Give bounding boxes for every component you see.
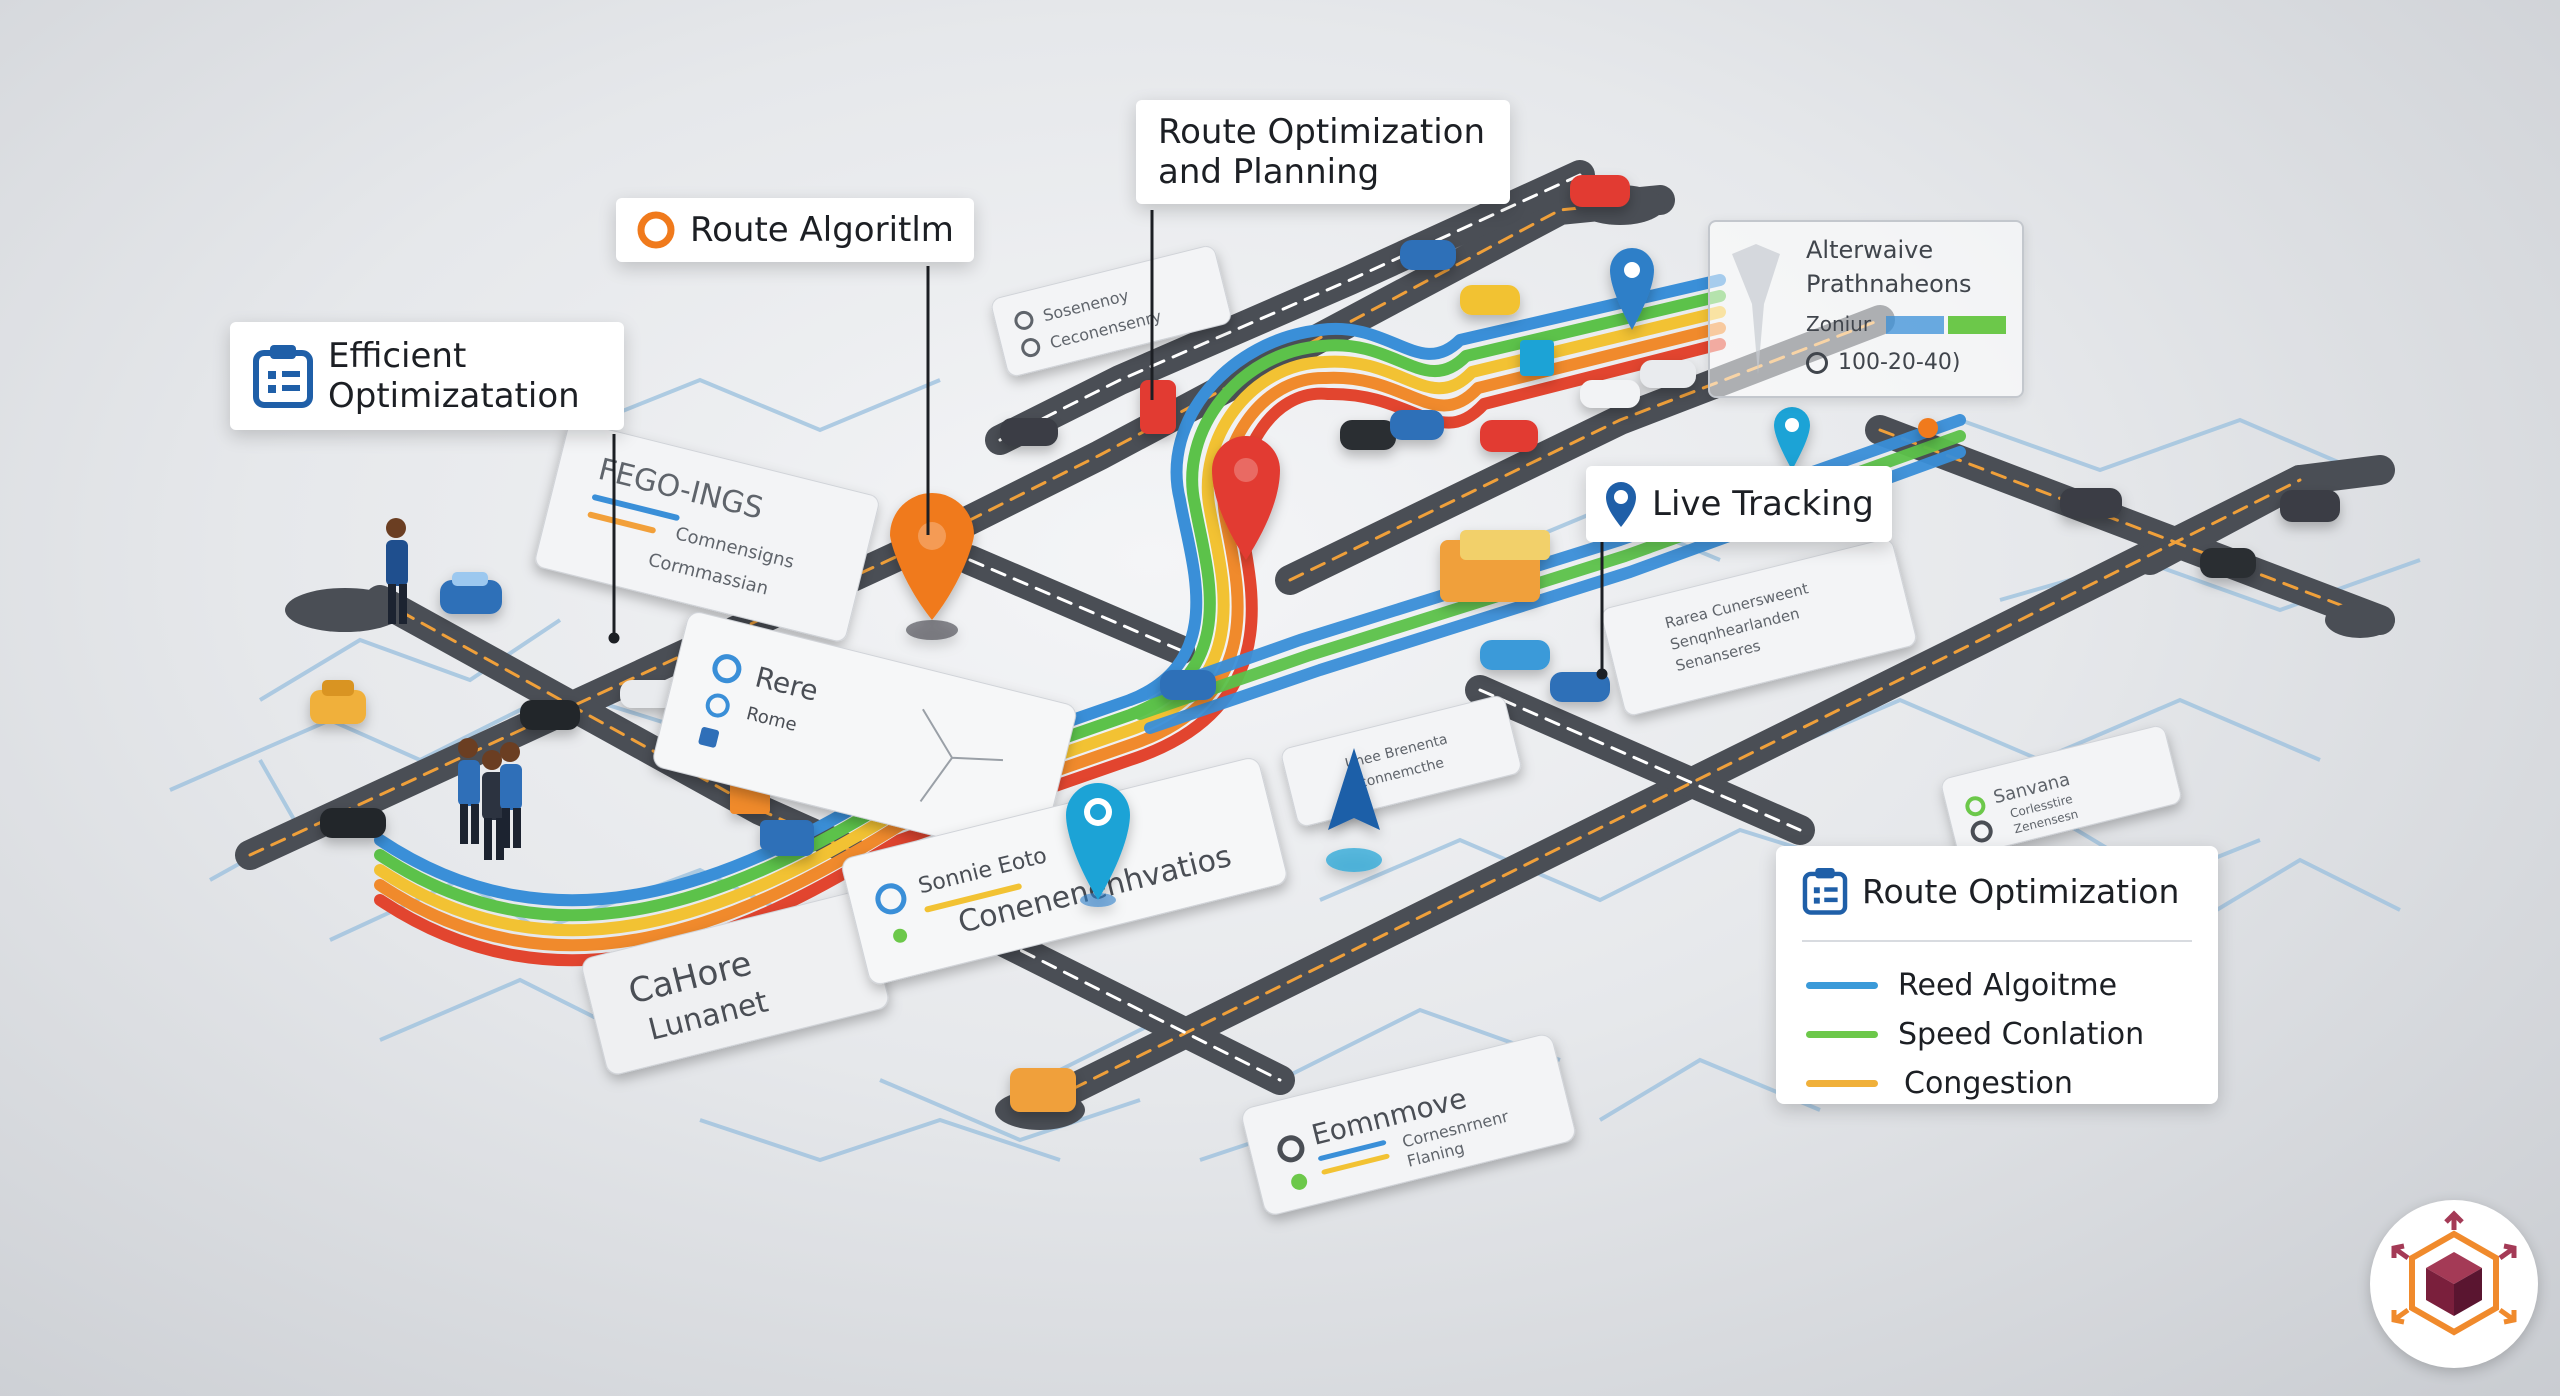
car-icon xyxy=(1550,672,1610,702)
car-icon xyxy=(1340,420,1396,450)
people xyxy=(386,518,522,860)
map-card-bottom-left: CaHore Lunanet xyxy=(582,891,889,1075)
legend-item-label: Speed Conlation xyxy=(1898,1017,2145,1052)
route-planning-callout: Route Optimization and Planning xyxy=(1136,100,1510,204)
person-icon xyxy=(458,738,480,844)
legend-divider xyxy=(1802,940,2192,942)
legend-item: Speed Conlation xyxy=(1806,1017,2144,1052)
route-algorithm-callout: Route Algoritlm xyxy=(616,198,974,262)
legend-item: Reed Algoitme xyxy=(1806,968,2144,1003)
cube-logo-icon xyxy=(2391,1210,2517,1336)
car-icon xyxy=(2280,490,2340,522)
map-card-recent: FEGO-INGS Comnensigns Cormmassian xyxy=(535,421,879,642)
car-icon xyxy=(1580,380,1640,408)
car-icon xyxy=(1460,285,1520,315)
orange-location-pin-icon xyxy=(1918,418,1938,438)
car-icon xyxy=(1570,175,1630,207)
blue-location-pin-icon xyxy=(1066,783,1130,907)
person-icon xyxy=(500,742,522,848)
car-icon xyxy=(440,572,502,614)
legend-item-label: Congestion xyxy=(1904,1066,2073,1101)
car-icon xyxy=(1640,360,1696,388)
live-tracking-callout: Live Tracking xyxy=(1586,466,1892,542)
route-planning-title: Route Optimization and Planning xyxy=(1158,112,1486,192)
car-icon xyxy=(1400,240,1456,270)
location-pin-icon xyxy=(1604,479,1638,529)
alternative-routes-panel: Alterwaive Prathnaheons Zoniur 100-20-40… xyxy=(1708,220,2024,398)
car-icon xyxy=(520,700,580,730)
truck-icon xyxy=(1440,530,1550,602)
map-card-bottom-right: Eomnmove Cornesnrnenr Flaning xyxy=(1242,1034,1576,1215)
alt-panel-badge xyxy=(1806,352,1828,374)
live-tracking-title: Live Tracking xyxy=(1652,484,1874,524)
alt-panel-bar xyxy=(1948,316,2006,334)
alt-panel-line1: Alterwaive xyxy=(1806,236,1934,264)
alt-panel-line3: Zoniur xyxy=(1806,312,1872,336)
navigation-arrow-icon xyxy=(1326,748,1382,872)
legend-swatch-yellow xyxy=(1806,1080,1878,1087)
person-icon xyxy=(386,518,408,624)
ring-icon xyxy=(636,210,676,250)
car-icon xyxy=(320,808,386,838)
map-card-right: Rarea Cunersweent Senqnhearlanden Senans… xyxy=(1601,539,1917,716)
legend-swatch-green xyxy=(1806,1031,1878,1038)
truck-icon xyxy=(760,820,798,850)
legend-items: Reed Algoitme Speed Conlation Congestion xyxy=(1806,954,2144,1101)
clipboard-list-icon xyxy=(252,343,314,409)
blue-location-pin-icon xyxy=(1774,407,1810,470)
clipboard-list-icon xyxy=(1802,866,1848,916)
legend-swatch-blue xyxy=(1806,982,1878,989)
map-card-mid: Unee Brenenta Econnemcthe xyxy=(1281,695,1521,827)
car-icon xyxy=(620,680,676,708)
efficient-optimization-title: Efficient Optimizatation xyxy=(328,336,580,416)
car-icon xyxy=(1390,410,1444,440)
callout-lines xyxy=(608,210,1608,680)
car-icon xyxy=(1010,1068,1076,1112)
brand-logo xyxy=(2370,1200,2538,1368)
legend-header: Route Optimization xyxy=(1802,866,2179,916)
legend-item-label: Reed Algoitme xyxy=(1898,968,2118,1003)
legend-title: Route Optimization xyxy=(1862,871,2180,911)
blue-location-pin-icon xyxy=(1610,248,1654,330)
map-pins xyxy=(890,248,1938,907)
alt-panel-line2: Prathnaheons xyxy=(1806,270,1972,298)
map-card-far-right: Sanvana Corlesstire Zenensesn xyxy=(1941,725,2181,857)
car-icon xyxy=(1480,640,1550,670)
map-card-route: Rere Rome xyxy=(653,612,1077,860)
legend-item: Congestion xyxy=(1806,1066,2144,1101)
car-icon xyxy=(1140,380,1176,434)
box-icon xyxy=(1520,340,1554,376)
car-icon xyxy=(2060,488,2122,518)
efficient-optimization-callout: Efficient Optimizatation xyxy=(230,322,624,430)
red-location-pin-icon xyxy=(1212,436,1280,560)
car-icon xyxy=(310,680,366,724)
route-algorithm-title: Route Algoritlm xyxy=(690,210,954,250)
car-icon xyxy=(2200,548,2256,578)
alt-panel-bar xyxy=(1886,316,1944,334)
orange-location-pin-icon xyxy=(890,493,974,640)
pin-silhouette-icon xyxy=(1732,244,1780,374)
alt-panel-line4: 100-20-40) xyxy=(1838,350,1961,375)
route-legend-card: Route Optimization Reed Algoitme Speed C… xyxy=(1776,846,2218,1104)
car-icon xyxy=(1480,420,1538,452)
car-icon xyxy=(1160,670,1216,700)
car-icon xyxy=(1000,418,1058,446)
vehicles xyxy=(310,175,2340,1112)
